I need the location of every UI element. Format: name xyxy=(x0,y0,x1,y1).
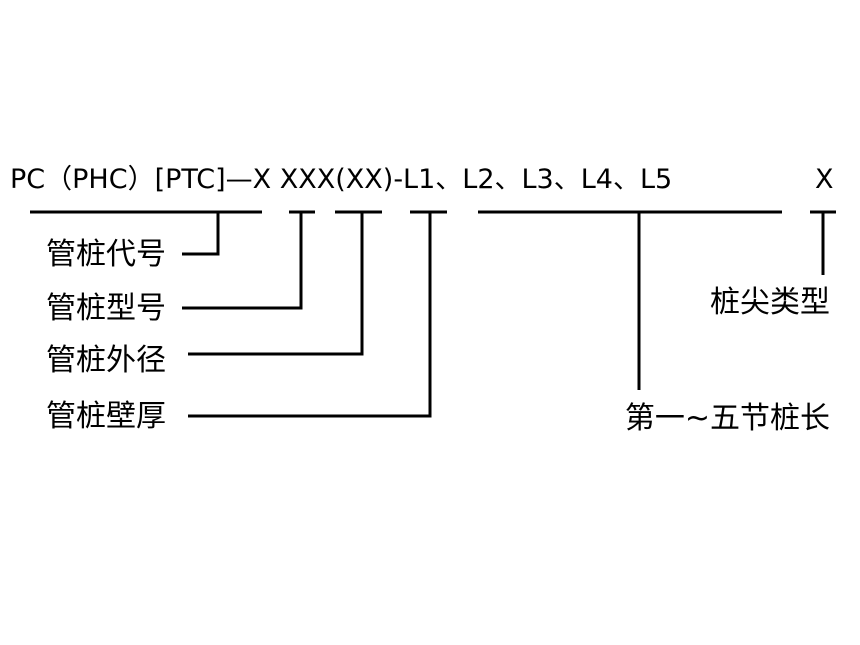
designation-code: PC（PHC）[PTC]—X XXX(XX)-L1、L2、L3、L4、L5 xyxy=(10,164,672,195)
leader-wall-thickness xyxy=(188,212,432,418)
leader-pile-model xyxy=(182,212,303,310)
label-wall-thickness: 管桩壁厚 xyxy=(46,399,166,434)
leader-outer-diameter xyxy=(188,212,364,356)
label-segment-lengths: 第一~五节桩长 xyxy=(625,401,830,436)
leader-pile-code xyxy=(182,212,220,256)
label-outer-diameter: 管桩外径 xyxy=(46,343,166,378)
label-pile-code: 管桩代号 xyxy=(46,237,166,272)
label-pile-model: 管桩型号 xyxy=(46,291,166,326)
designation-tip-suffix: X xyxy=(815,164,834,195)
label-tip-type: 桩尖类型 xyxy=(710,285,830,320)
